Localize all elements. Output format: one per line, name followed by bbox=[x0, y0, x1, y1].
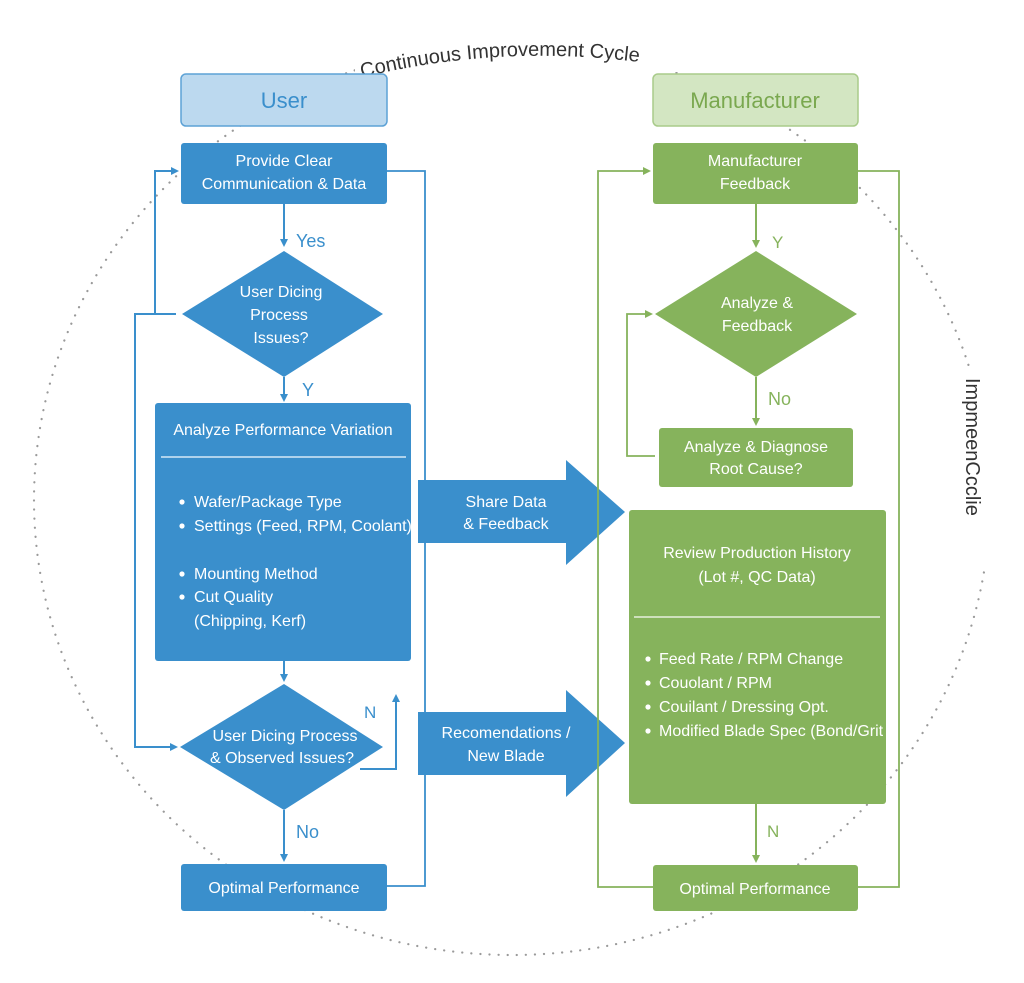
decision2-line-1: User Dicing Process bbox=[213, 728, 358, 745]
share-line-1: Share Data bbox=[466, 494, 547, 511]
loop-diagnose-to-decision bbox=[626, 310, 655, 457]
n-label: N bbox=[364, 703, 376, 722]
bullet bbox=[179, 571, 185, 577]
bullet bbox=[645, 680, 651, 686]
provide-communication-box[interactable] bbox=[181, 143, 387, 204]
connector-n-branch bbox=[360, 694, 400, 770]
review-title-line-1: Review Production History bbox=[663, 545, 851, 562]
bullet bbox=[645, 728, 651, 734]
mfr-feedback-line-2: Feedback bbox=[720, 176, 791, 193]
recommendations-arrow[interactable] bbox=[418, 690, 625, 797]
bullet bbox=[179, 499, 185, 505]
side-cycle-label: ImpmeenCcclie bbox=[961, 378, 983, 516]
manufacturer-header bbox=[652, 73, 859, 127]
loop-left-manufacturer bbox=[597, 167, 653, 888]
loop-decision2-to-decision1 bbox=[134, 313, 178, 751]
analyze-item-continuation: (Chipping, Kerf) bbox=[194, 613, 306, 630]
provide-line-1: Provide Clear bbox=[236, 153, 334, 170]
manufacturer-decision-analyze[interactable] bbox=[655, 251, 857, 377]
manufacturer-feedback-box[interactable] bbox=[653, 143, 858, 204]
review-item: Feed Rate / RPM Change bbox=[659, 651, 843, 668]
bullet bbox=[179, 594, 185, 600]
mfr-decision-line-1: Analyze & bbox=[721, 295, 793, 312]
review-list: Feed Rate / RPM Change Couolant / RPM Co… bbox=[645, 651, 884, 740]
analyze-title: Analyze Performance Variation bbox=[173, 422, 392, 439]
bullet bbox=[645, 656, 651, 662]
provide-line-2: Communication & Data bbox=[202, 176, 367, 193]
manufacturer-optimal-performance-box[interactable] bbox=[653, 865, 858, 911]
y-label: Y bbox=[302, 380, 314, 400]
recommend-line-1: Recomendations / bbox=[442, 725, 572, 742]
no-label: No bbox=[296, 822, 319, 842]
analyze-diagnose-box[interactable] bbox=[659, 428, 853, 487]
review-item: Couilant / Dressing Opt. bbox=[659, 699, 829, 716]
mfr-decision-line-2: Feedback bbox=[722, 318, 793, 335]
user-header bbox=[180, 73, 388, 127]
decision1-line-1: User Dicing bbox=[240, 284, 323, 301]
bullet bbox=[645, 704, 651, 710]
analyze-item: Wafer/Package Type bbox=[194, 494, 342, 511]
share-line-2: & Feedback bbox=[463, 516, 549, 533]
analyze-item: Cut Quality bbox=[194, 589, 273, 606]
user-decision-observed-issues[interactable] bbox=[180, 684, 383, 810]
user-optimal-performance-box[interactable] bbox=[181, 864, 387, 911]
analyze-item: Mounting Method bbox=[194, 566, 318, 583]
diagnose-line-2: Root Cause? bbox=[709, 461, 802, 478]
yes-label: Yes bbox=[296, 231, 325, 251]
recommend-line-2: New Blade bbox=[467, 748, 544, 765]
decision1-line-3: Issues? bbox=[253, 330, 308, 347]
diagnose-line-1: Analyze & Diagnose bbox=[684, 439, 828, 456]
review-title-line-2: (Lot #, QC Data) bbox=[698, 569, 815, 586]
analyze-performance-box[interactable] bbox=[155, 403, 411, 661]
analyze-item: Settings (Feed, RPM, Coolant) bbox=[194, 518, 412, 535]
review-item: Modified Blade Spec (Bond/Grit bbox=[659, 723, 884, 740]
analyze-list: Wafer/Package Type Settings (Feed, RPM, … bbox=[179, 494, 412, 630]
user-header-label: User bbox=[261, 88, 307, 113]
decision1-line-2: Process bbox=[250, 307, 308, 324]
bullet bbox=[179, 523, 185, 529]
loop-right-manufacturer bbox=[858, 170, 900, 888]
decision2-line-2: & Observed Issues? bbox=[210, 750, 354, 767]
mfr-feedback-line-1: Manufacturer bbox=[708, 153, 803, 170]
review-item: Couolant / RPM bbox=[659, 675, 772, 692]
mfr-y-label: Y bbox=[772, 233, 783, 252]
loop-decision1-to-provide bbox=[154, 167, 179, 314]
share-data-arrow[interactable] bbox=[418, 460, 625, 565]
review-production-box[interactable] bbox=[629, 510, 886, 804]
user-optimal-label: Optimal Performance bbox=[208, 880, 359, 897]
mfr-n-label: N bbox=[767, 822, 779, 841]
user-decision-dicing-issues[interactable] bbox=[182, 251, 383, 377]
mfr-optimal-label: Optimal Performance bbox=[679, 881, 830, 898]
manufacturer-header-label: Manufacturer bbox=[690, 88, 820, 113]
mfr-no-label: No bbox=[768, 389, 791, 409]
